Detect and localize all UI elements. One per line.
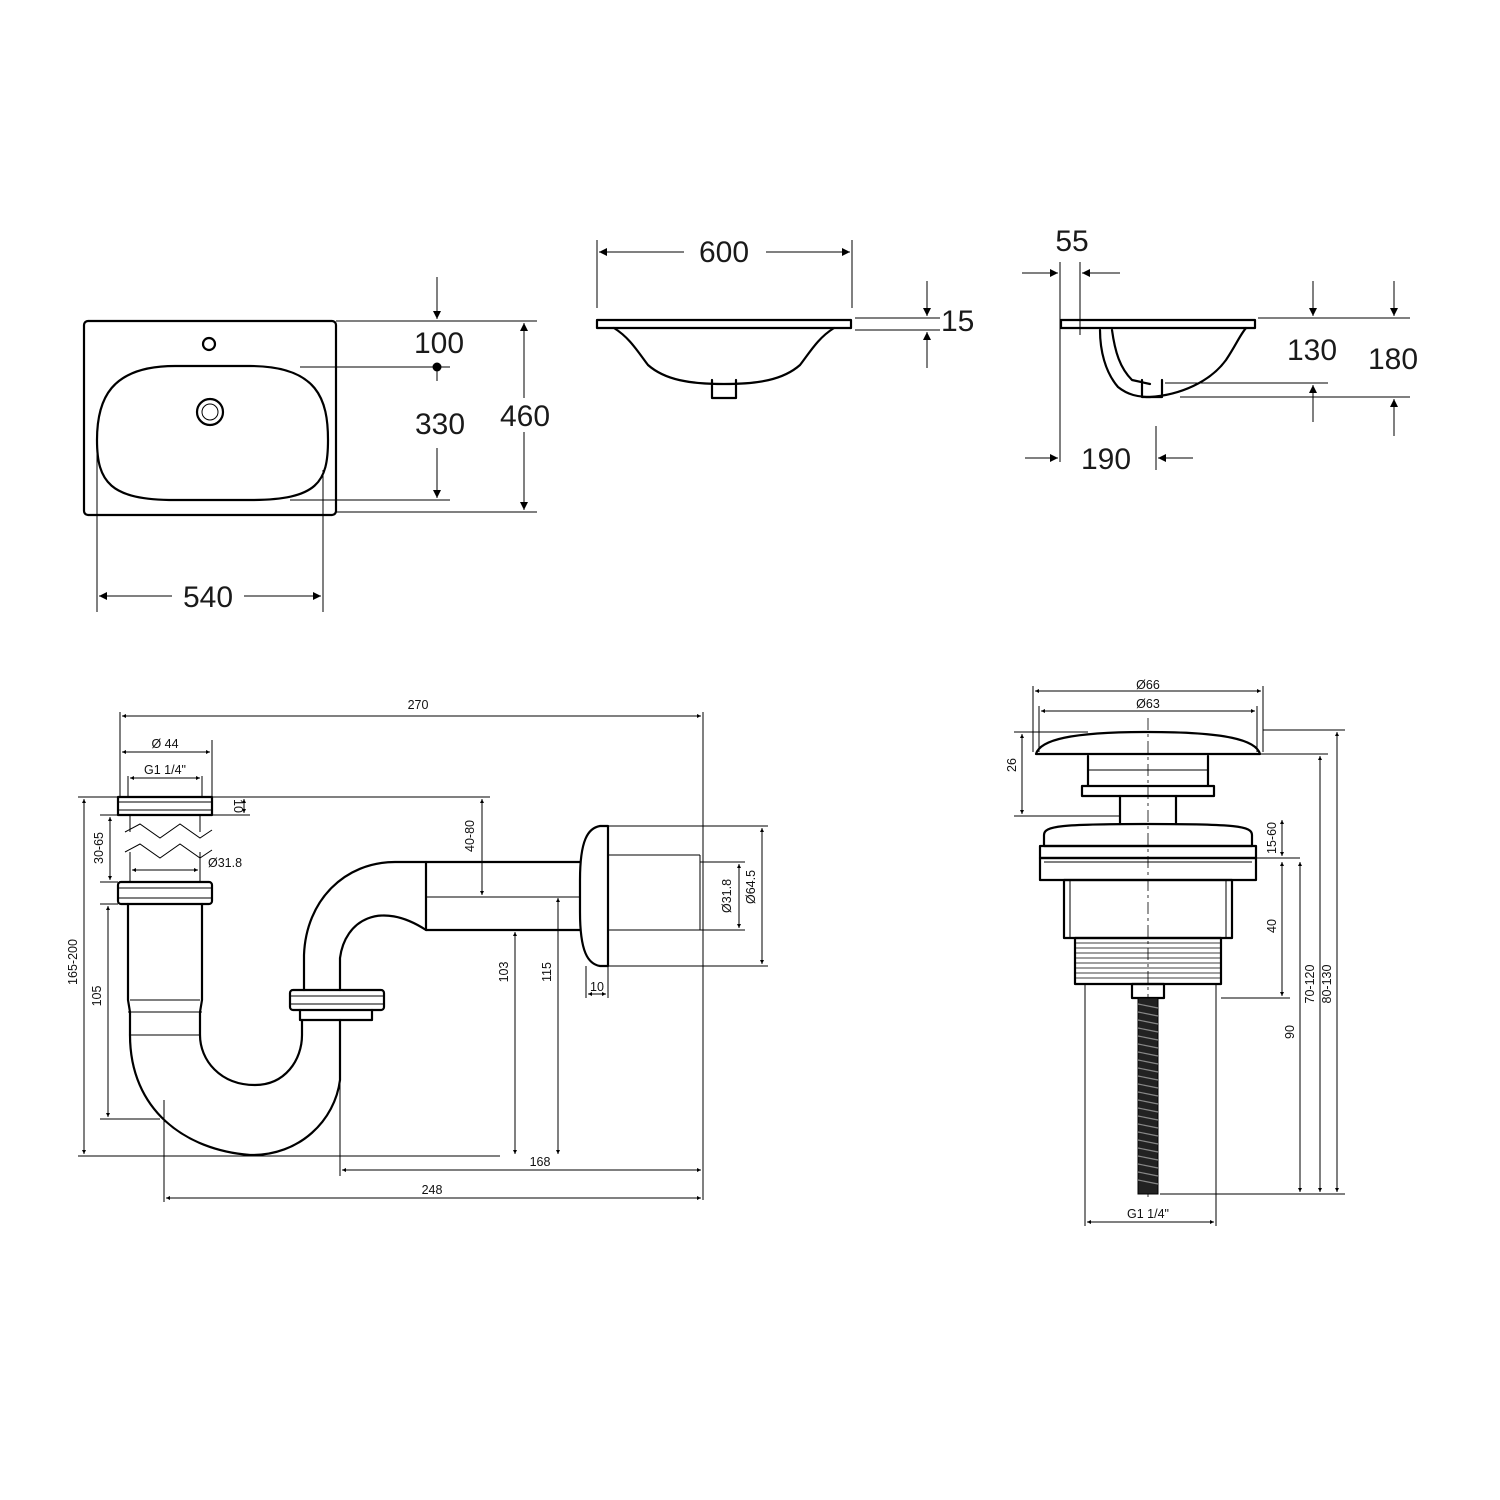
siphon-break-line [124,823,213,839]
basin-side-bowl-inner [1110,328,1152,386]
drain-thread-lines [1075,942,1221,979]
dim-horizontal-168: 168 [530,1155,551,1169]
dim-flange-height: 115 [540,962,554,982]
siphon-mid-collar [298,1008,374,1022]
dim-basin-depth: 460 [500,400,550,433]
dim-drain-thread: G1 1/4" [1127,1207,1169,1221]
dim-cap-diameter: Ø66 [1136,678,1160,692]
drain-valve-drawing: Ø66 Ø63 26 15-60 40 90 70-120 80-130 [1005,678,1345,1226]
basin-front-rim [595,318,853,330]
dim-cap-height: 26 [1005,758,1019,772]
dim-clamp-range: 15-60 [1265,822,1279,854]
basin-side-rim [1059,318,1257,330]
siphon-lower-nut [116,880,214,906]
dim-flange-diameter: Ø64.5 [744,870,758,904]
siphon-outlet-pipe [424,860,582,932]
dim-horizontal-248: 248 [422,1183,443,1197]
dim-tap-offset: 100 [414,327,464,360]
basin-side-view: 55 130 180 190 [1022,225,1418,476]
dim-outlet-diameter: Ø31.8 [720,879,734,913]
siphon-mid-nut [288,988,386,1012]
basin-bowl [95,364,330,502]
siphon-break-line [124,843,213,859]
dim-outlet-height: 103 [497,962,511,983]
dim-outlet-adjust: 40-80 [463,820,477,852]
dim-pipe-diameter: Ø31.8 [208,856,242,870]
siphon-u-bend [128,1018,342,1157]
basin-front-view: 600 15 [595,236,974,400]
dim-length-range-b: 80-130 [1320,964,1334,1003]
siphon-top-nut [116,795,214,817]
dim-side-offset: 55 [1055,225,1088,258]
drain-collar [1080,784,1216,798]
dim-bowl-depth: 330 [415,408,465,441]
dim-length-range-a: 70-120 [1303,964,1317,1003]
drain-cap [1034,730,1262,756]
dim-nut-height: 10 [231,799,245,813]
basin-top-view: 100 330 460 540 [82,277,550,614]
siphon-drawing: 270 Ø 44 G1 1/4" 10 30-65 Ø31.8 165-200 … [66,698,768,1202]
basin-side-bowl-outer [1098,326,1248,399]
dim-siphon-thread: G1 1/4" [144,763,186,777]
siphon-vertical-pipe [126,902,204,1037]
dim-side-height: 180 [1368,343,1418,376]
drain-hole-inner [201,403,219,421]
dim-lower-height: 105 [90,986,104,1007]
dim-siphon-total-height: 165-200 [66,939,80,985]
drain-spindle [1118,794,1178,826]
dim-flange-thickness: 10 [590,980,604,994]
dim-drain-height: 130 [1287,334,1337,367]
dim-siphon-length: 270 [408,698,429,712]
drain-flange [1042,822,1254,848]
dim-siphon-outer-diameter: Ø 44 [151,737,178,751]
drain-hole [195,397,225,427]
dim-body-height: 40 [1265,919,1279,933]
dim-thread-length: 90 [1283,1025,1297,1039]
basin-side-outlet [1140,378,1164,399]
dim-basin-front-width: 600 [699,236,749,269]
basin-front-bowl [612,326,836,386]
basin-front-outlet [710,378,738,400]
dim-body-diameter: Ø63 [1136,697,1160,711]
tap-hole [201,336,217,352]
dim-basin-width: 540 [183,581,233,614]
basin-outline [82,319,338,517]
siphon-upper-bend [302,860,428,992]
dim-drain-distance: 190 [1081,443,1131,476]
dim-adjust-range: 30-65 [92,832,106,864]
siphon-wall-flange [578,824,610,968]
dim-rim-thickness: 15 [941,305,974,338]
